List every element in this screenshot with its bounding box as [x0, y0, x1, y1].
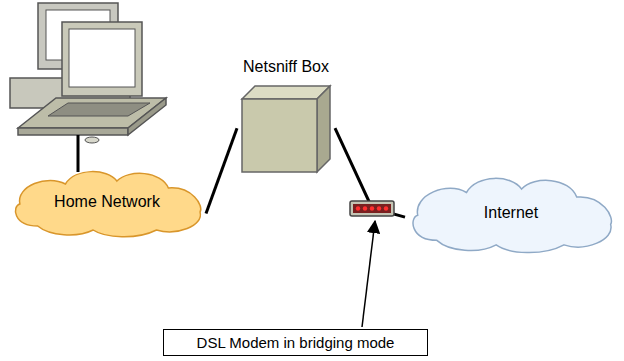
cloud-shape: [15, 172, 200, 237]
netsniff-box: Netsniff Box: [235, 55, 337, 173]
box-illustration: [240, 84, 332, 174]
network-cloud: Home Network: [8, 166, 206, 238]
node-label: DSL Modem in bridging mode: [197, 334, 395, 352]
callout-box: DSL Modem in bridging mode: [163, 329, 428, 356]
node-label: Internet: [484, 203, 538, 222]
network-wire: [77, 135, 80, 172]
node-label: Home Network: [54, 192, 160, 211]
dsl-modem: [350, 201, 394, 216]
network-link: [335, 128, 405, 217]
cloud-shape: [413, 178, 611, 252]
internet-cloud: Internet: [405, 172, 617, 254]
callout-arrow: [362, 221, 375, 327]
box-heading: Netsniff Box: [243, 57, 329, 76]
computers-illustration: [10, 3, 166, 143]
network-link: [206, 128, 237, 213]
